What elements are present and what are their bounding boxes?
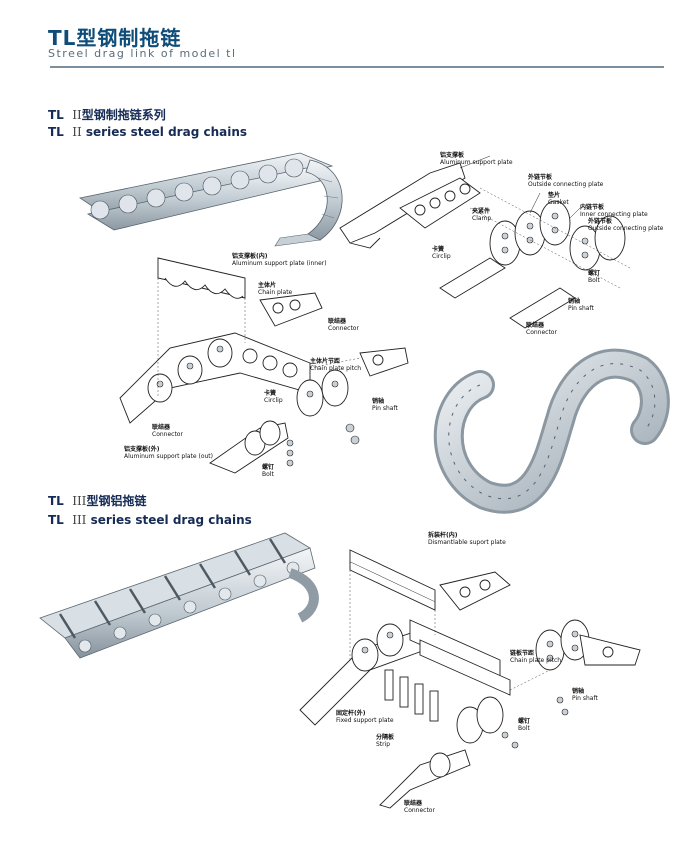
header-divider [50,66,664,68]
section-ii-heading-cn: TL II型钢制拖链系列 [48,108,166,122]
page-title: TL型钢制拖链 [48,26,182,50]
label-support-plate-out: 铝支撑板(外)Aluminum support plate (out) [124,446,213,460]
photo-steel-aluminum-drag-chain-iii [39,532,319,659]
label-support-plate-inner: 铝支撑板(内)Aluminum support plate (inner) [232,253,327,267]
diagram-exploded-ii-middle [119,257,409,474]
diagram-exploded-iii [299,549,641,809]
section-iii-heading-cn: TL III型钢铝拖链 [48,494,147,508]
section-ii-heading-en: TL II series steel drag chains [48,125,248,139]
photo-steel-drag-chain-ii [78,152,343,247]
diagram-exploded-ii-top [339,155,631,329]
label-fixed-support-plate: 固定杆(外)Fixed support plate [336,710,394,724]
photo-s-shaped-drag-chain [433,348,670,514]
section-iii-heading-en: TL III series steel drag chains [48,513,252,527]
page-subtitle: Streel drag link of model tl [48,47,237,60]
label-dismantlable-support-plate: 拆装杆(内)Dismantlable suport plate [428,532,506,546]
